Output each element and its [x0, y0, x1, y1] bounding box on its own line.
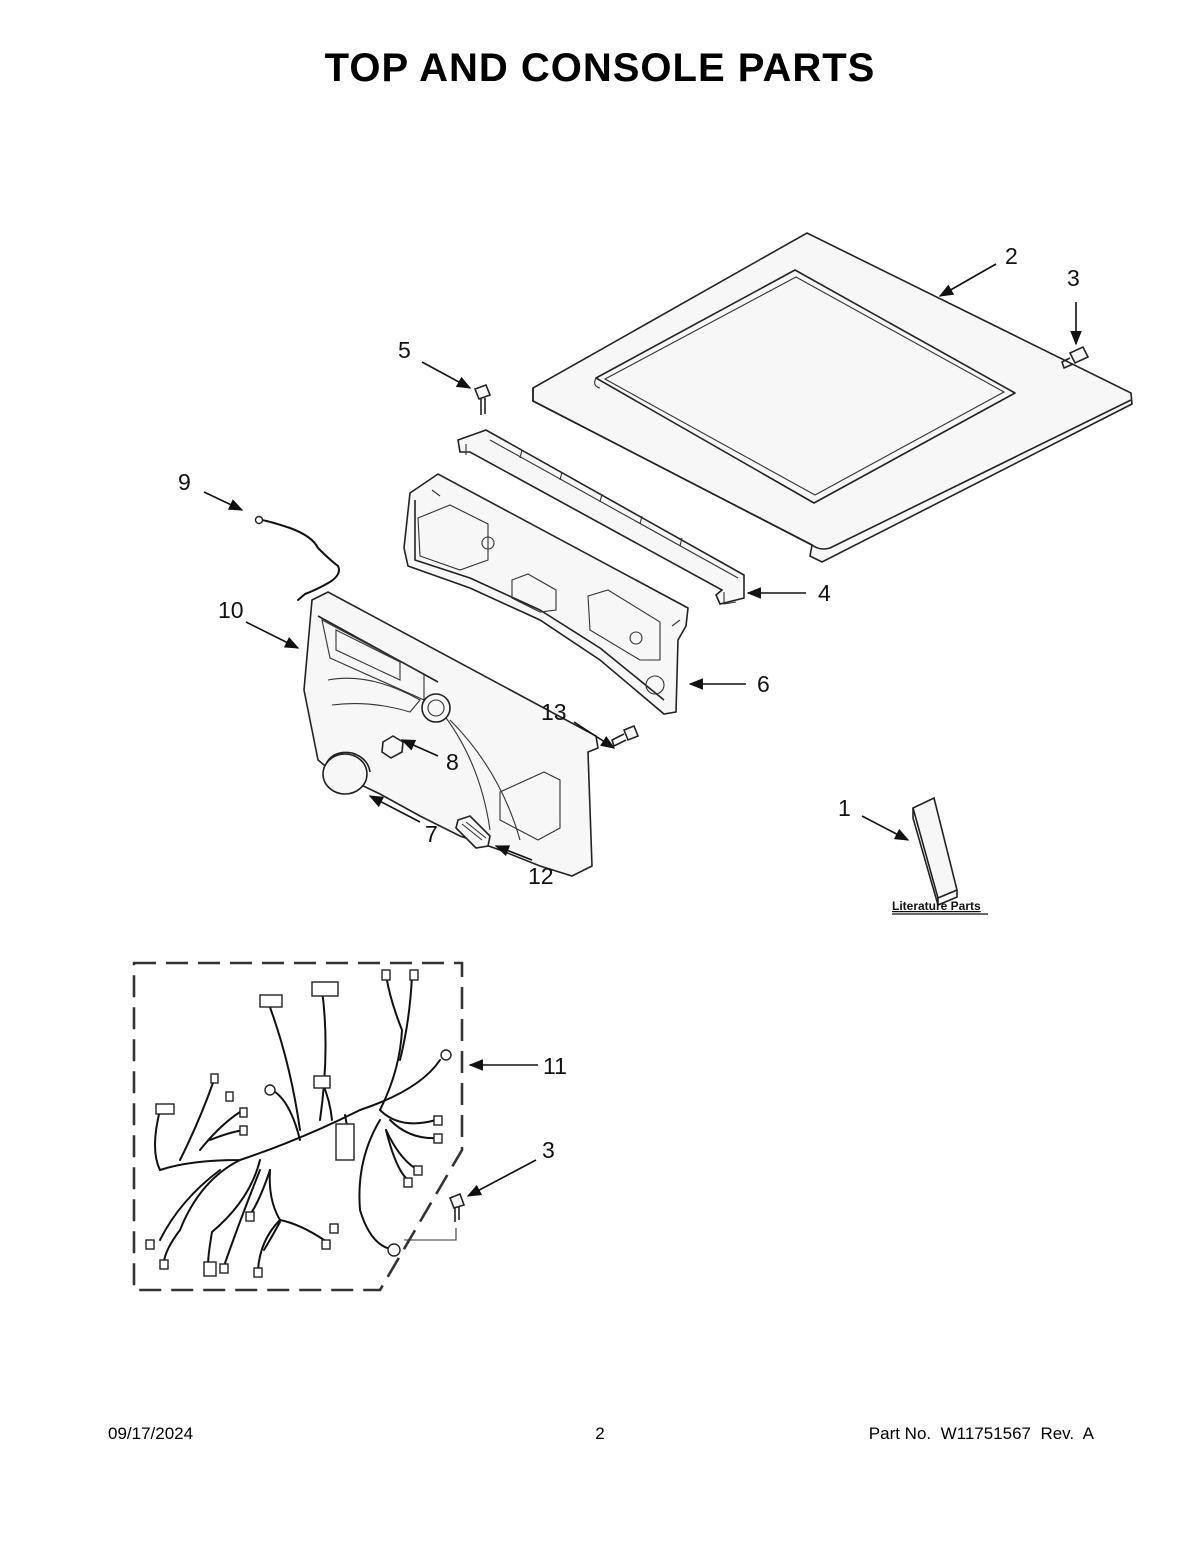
console-back-panel-part	[403, 473, 689, 715]
screw-part-5	[473, 383, 492, 415]
literature-part	[912, 796, 958, 906]
callout-9: 9	[178, 469, 191, 495]
callout-10: 10	[218, 597, 244, 623]
console-front-panel-part	[303, 591, 599, 877]
top-panel-part	[532, 232, 1133, 563]
nameplate-part	[455, 815, 491, 849]
callout-3-bottom: 3	[542, 1137, 555, 1163]
screw-part-bottom	[404, 1192, 466, 1241]
screw-part-13	[611, 724, 640, 747]
callout-5: 5	[398, 337, 411, 363]
callout-1: 1	[838, 795, 851, 821]
callout-13: 13	[541, 699, 567, 725]
callout-12: 12	[528, 863, 554, 889]
console-bracket-part	[457, 429, 745, 605]
callout-11: 11	[543, 1053, 567, 1079]
literature-parts-label: Literature Parts	[892, 899, 981, 913]
knob-insert-part	[381, 735, 404, 759]
screw-part-top	[1061, 345, 1090, 369]
callout-2: 2	[1005, 243, 1018, 269]
callout-3-top: 3	[1067, 265, 1080, 291]
callout-6: 6	[757, 671, 770, 697]
footer-date: 09/17/2024	[108, 1424, 194, 1443]
page-title: TOP AND CONSOLE PARTS	[324, 46, 876, 90]
callout-7: 7	[425, 821, 438, 847]
harness-detail-box	[132, 961, 464, 1292]
knob-part	[322, 751, 371, 795]
console-wire-part	[254, 515, 340, 601]
callout-8: 8	[446, 749, 459, 775]
callout-4: 4	[818, 580, 831, 606]
footer-part-number: Part No. W11751567 Rev. A	[868, 1424, 1094, 1443]
wire-harness-part	[145, 969, 452, 1278]
footer-page-number: 2	[595, 1424, 605, 1443]
leader-arrows	[203, 263, 1082, 1197]
